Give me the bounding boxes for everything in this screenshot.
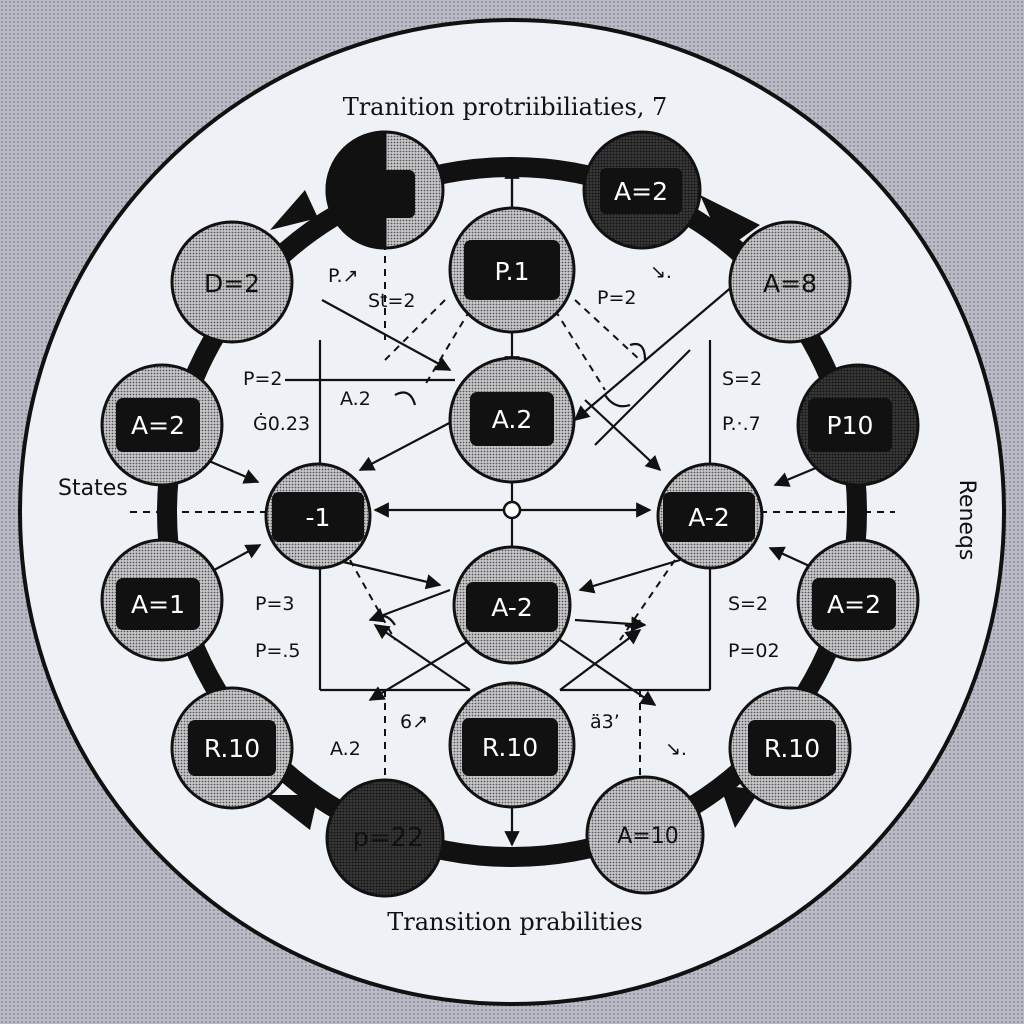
node-label-bottom-center: R.10 — [482, 733, 538, 762]
title-bottom: Transition prabilities — [387, 908, 642, 936]
node-label-top-left: A=17 — [349, 184, 410, 209]
annotation-six: 6↗ — [400, 711, 428, 733]
label-left: States — [58, 476, 128, 501]
annotation-v-023: Ġ0.23 — [253, 412, 310, 435]
node-label-lower-right: A=2 — [827, 590, 881, 619]
node-label-bottom-right: R.10 — [764, 734, 820, 763]
node-boxes — [116, 168, 896, 776]
annotation-p-top-left: P.↗ — [328, 265, 358, 287]
annotation-s-2-lower: S=2 — [728, 593, 768, 615]
annotation-p-7-right: P.·.7 — [722, 413, 761, 435]
ring-arrow-bottom-left — [265, 795, 318, 830]
annotation-p-3: P=3 — [255, 593, 294, 615]
ring-arrow-top-left — [270, 190, 318, 230]
node-label-lower-left: A=1 — [131, 590, 185, 619]
annotation-a2-bottom: A.2 — [330, 738, 361, 760]
node-label-upper-left: D=2 — [204, 269, 260, 298]
ring-arrow-top-right — [700, 195, 760, 250]
annotation-p-2-left: P=2 — [243, 368, 282, 390]
annotation-p-5: P=.5 — [255, 640, 301, 662]
node-label-left-inner: -1 — [306, 503, 331, 532]
node-label-bottom-right-light: A=10 — [617, 824, 678, 849]
annotation-arrow-top-right: ↘. — [650, 261, 672, 283]
annotation-a2-left: A.2 — [340, 388, 371, 410]
node-label-right-inner: A-2 — [688, 503, 729, 532]
probability-annotations: P.↗ St=2 P=2 ↘. P=2 Ġ0.23 A.2 S=2 P.·.7 … — [243, 261, 780, 760]
node-label-bottom-left-dark: p=22 — [352, 823, 423, 853]
node-label-bottom-left: R.10 — [204, 734, 260, 763]
node-label-right-middle: P10 — [827, 411, 874, 440]
annotation-s-2-right: S=2 — [722, 368, 762, 390]
annotation-p-02: P=02 — [728, 640, 780, 662]
node-label-upper-right: A=8 — [763, 269, 817, 298]
center-hub — [502, 500, 522, 520]
node-labels: A=17 A=2 D=2 P.1 A=8 A=2 A.2 P10 -1 A-2 … — [131, 177, 881, 853]
annotation-st-2: St=2 — [368, 290, 416, 312]
annotation-q3: ä3’ — [590, 711, 620, 733]
node-label-left-middle: A=2 — [131, 411, 185, 440]
dashed-connections — [130, 230, 895, 790]
ring-arrow-bottom-right — [720, 785, 760, 828]
annotation-arrow-bottom-right: ↘. — [665, 738, 687, 760]
node-label-lower-center: A-2 — [491, 593, 532, 622]
node-label-top-right: A=2 — [614, 177, 668, 206]
node-label-top-center: P.1 — [494, 257, 529, 286]
title-top: Tranition protriibiliaties, 7 — [343, 93, 668, 121]
annotation-p-2-top: P=2 — [597, 287, 636, 309]
label-right: Reneqs — [954, 480, 979, 561]
curve-details — [374, 342, 647, 628]
node-label-center: A.2 — [492, 405, 533, 434]
